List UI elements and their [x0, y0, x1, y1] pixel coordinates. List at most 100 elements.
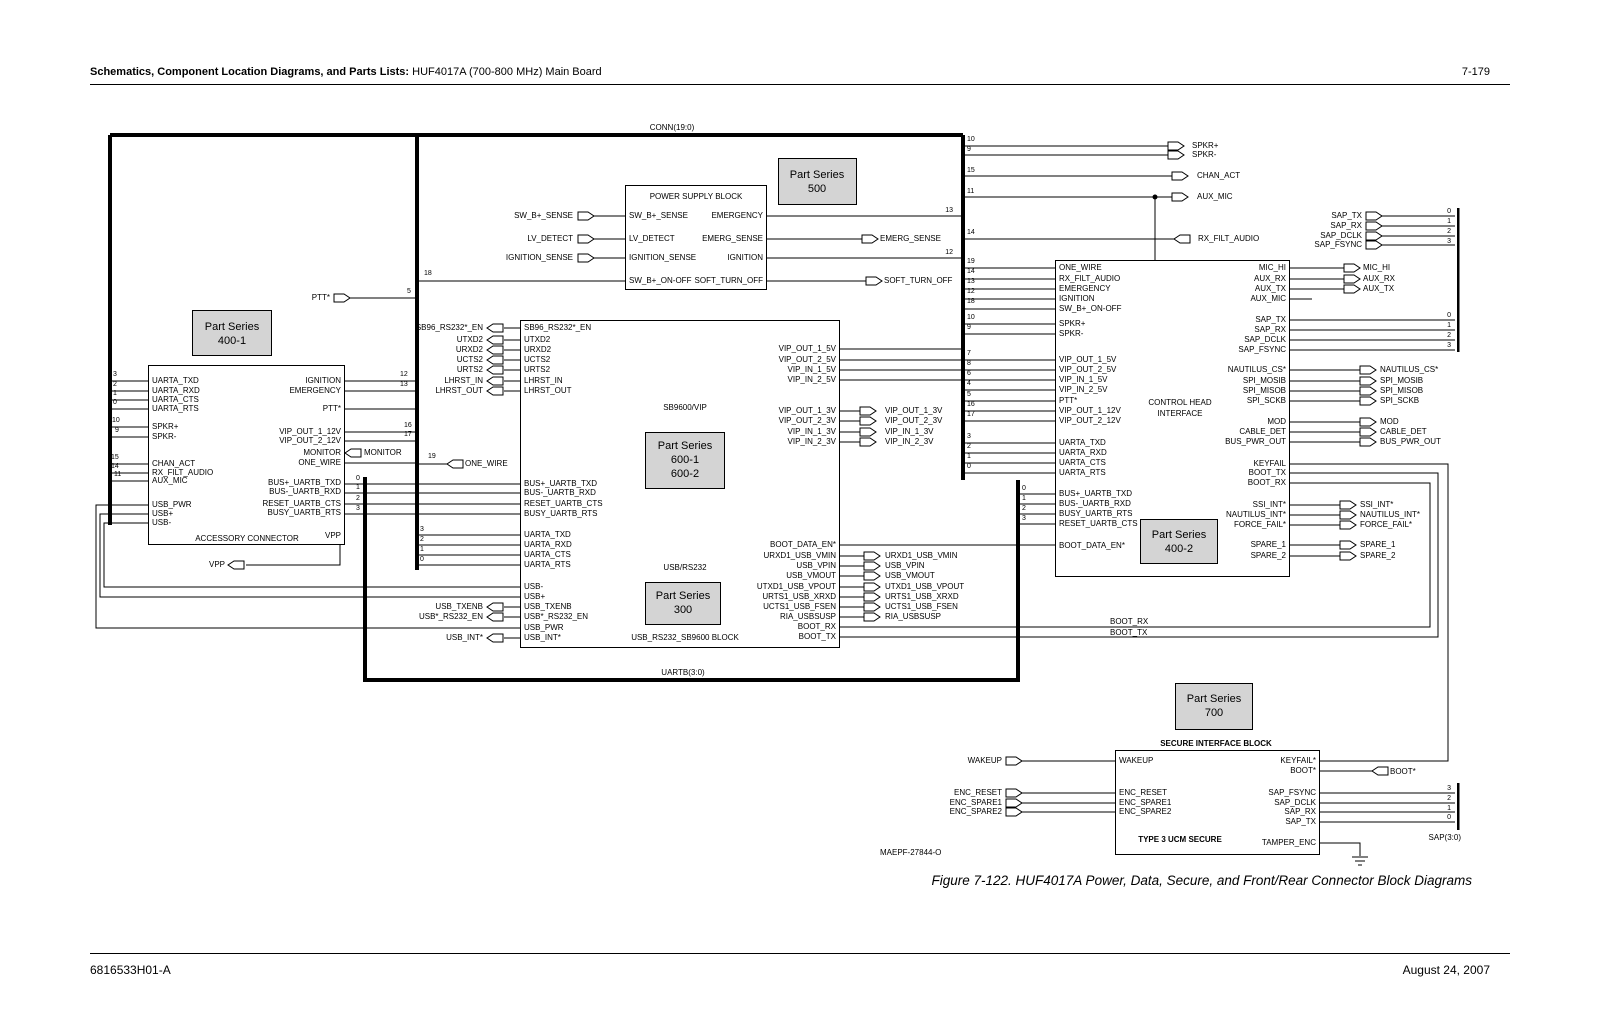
label-16: 16: [404, 422, 412, 429]
label-urxd1-usb-vmin: URXD1_USB_VMIN: [763, 551, 836, 560]
label-sap-fsync: SAP_FSYNC: [1268, 788, 1316, 797]
label-700: 700: [1204, 707, 1224, 719]
label-emergency: EMERGENCY: [711, 211, 763, 220]
label-3: 3: [1447, 785, 1451, 792]
label-ria-usbsusp: RIA_USBSUSP: [885, 612, 942, 621]
part-series-600-tag: [645, 432, 725, 489]
label-usb-vmout: USB_VMOUT: [786, 571, 836, 580]
signal-flag-right-icon: [1343, 274, 1361, 284]
label-aux-mic: AUX_MIC: [1197, 192, 1233, 201]
part-series-400-2-tag: [1140, 519, 1218, 564]
label-emergency: EMERGENCY: [289, 386, 341, 395]
label-spare-1: SPARE_1: [1360, 540, 1396, 549]
signal-flag-right-icon: [861, 234, 879, 244]
label-rx-filt-audio: RX_FILT_AUDIO: [152, 468, 214, 477]
signal-flag-right-icon: [1171, 171, 1189, 181]
label-17: 17: [967, 411, 975, 418]
label-13: 13: [400, 381, 408, 388]
label-boot-rx: BOOT_RX: [1110, 617, 1149, 626]
bus-wires: [108, 133, 1020, 682]
label-18: 18: [424, 270, 432, 277]
label-rx-filt-audio: RX_FILT_AUDIO: [1198, 234, 1260, 243]
signal-flag-left-icon: [486, 633, 504, 643]
label-9: 9: [115, 427, 119, 434]
label-9: 9: [967, 324, 971, 331]
label-600-2: 600-2: [670, 468, 700, 480]
junction-dot: [1152, 194, 1158, 200]
label-enc-spare2: ENC_SPARE2: [949, 807, 1002, 816]
label-0: 0: [1447, 208, 1451, 215]
label-cable-det: CABLE_DET: [1380, 427, 1427, 436]
label-spare-2: SPARE_2: [1250, 551, 1286, 560]
page-number: 7-179: [1461, 66, 1490, 78]
label-sap-rx: SAP_RX: [1284, 807, 1316, 816]
signal-flag-right-icon: [1339, 520, 1357, 530]
label-vip-out-2-12v: VIP_OUT_2_12V: [279, 436, 341, 445]
label-vpp: VPP: [324, 531, 341, 540]
label-usb-int: USB_INT*: [524, 633, 561, 642]
label-utxd1-usb-vpout: UTXD1_USB_VPOUT: [756, 582, 836, 591]
thin-wires: [95, 145, 1455, 866]
label-1: 1: [420, 546, 424, 553]
label-part-series: Part Series: [655, 590, 711, 602]
label-1: 1: [1447, 805, 1451, 812]
label-spare-1: SPARE_1: [1250, 540, 1286, 549]
label-part-series: Part Series: [789, 169, 845, 181]
signal-flag-right-icon: [859, 416, 877, 426]
label-nautilus-int: NAUTILUS_INT*: [1225, 510, 1286, 519]
signal-flag-left-icon: [227, 560, 245, 570]
label-uarta-cts: UARTA_CTS: [152, 395, 199, 404]
label-uarta-cts: UARTA_CTS: [524, 550, 571, 559]
accessory-connector-block: [148, 365, 345, 545]
label-0: 0: [356, 475, 360, 482]
label-aux-tx: AUX_TX: [1254, 284, 1286, 293]
label-usb-txenb: USB_TXENB: [524, 602, 572, 611]
label-10: 10: [967, 136, 975, 143]
label-1: 1: [967, 453, 971, 460]
signal-flag-right-icon: [577, 253, 595, 263]
label-ria-usbsusp: RIA_USBSUSP: [779, 612, 836, 621]
label-spi-misob: SPI_MISOB: [1242, 386, 1286, 395]
label-ssi-int: SSI_INT*: [1252, 500, 1286, 509]
signal-flag-right-icon: [1359, 396, 1377, 406]
label-spkr: SPKR+: [1059, 319, 1086, 328]
label-lhrst-out: LHRST_OUT: [524, 386, 572, 395]
label-14: 14: [111, 463, 119, 470]
label-spkr: SPKR+: [152, 422, 179, 431]
sb9600-vip-block: [520, 320, 840, 648]
label-chan-act: CHAN_ACT: [1197, 171, 1241, 180]
label-1: 1: [1022, 495, 1026, 502]
label-ignition: IGNITION: [305, 376, 341, 385]
label-bus-pwr-out: BUS_PWR_OUT: [1380, 437, 1441, 446]
label-accessory-connector: ACCESSORY CONNECTOR: [195, 534, 299, 543]
label-ignition: IGNITION: [727, 253, 763, 262]
label-part-series: Part Series: [1151, 529, 1207, 541]
part-series-300-tag: [645, 582, 721, 625]
label-uarta-rts: UARTA_RTS: [524, 560, 571, 569]
label-1: 1: [1447, 218, 1451, 225]
label-vip-out-1-12v: VIP_OUT_1_12V: [1059, 406, 1121, 415]
label-soft-turn-off: SOFT_TURN_OFF: [884, 276, 953, 285]
label-utxd2: UTXD2: [456, 335, 483, 344]
label-2: 2: [967, 443, 971, 450]
label-spi-sckb: SPI_SCKB: [1246, 396, 1286, 405]
label-ptt: PTT*: [322, 404, 341, 413]
header-rule: [90, 84, 1510, 85]
label-spi-sckb: SPI_SCKB: [1380, 396, 1420, 405]
signal-flag-right-icon: [859, 427, 877, 437]
signal-flag-right-icon: [1339, 510, 1357, 520]
label-uarta-txd: UARTA_TXD: [524, 530, 571, 539]
label-emergency: EMERGENCY: [1059, 284, 1111, 293]
label-sap-tx: SAP_TX: [1285, 817, 1316, 826]
label-sap-dclk: SAP_DCLK: [1320, 231, 1362, 240]
label-vip-in-1-3v: VIP_IN_1_3V: [885, 427, 934, 436]
label-vip-in-1-5v: VIP_IN_1_5V: [787, 365, 836, 374]
signal-flag-right-icon: [1359, 417, 1377, 427]
label-1: 1: [356, 484, 360, 491]
signal-flag-right-icon: [1339, 500, 1357, 510]
label-vip-in-2-3v: VIP_IN_2_3V: [787, 437, 836, 446]
secure-interface-block: [1115, 750, 1320, 855]
label-0: 0: [1447, 312, 1451, 319]
part-series-400-1-tag: [192, 310, 272, 356]
label-keyfail: KEYFAIL*: [1280, 756, 1316, 765]
